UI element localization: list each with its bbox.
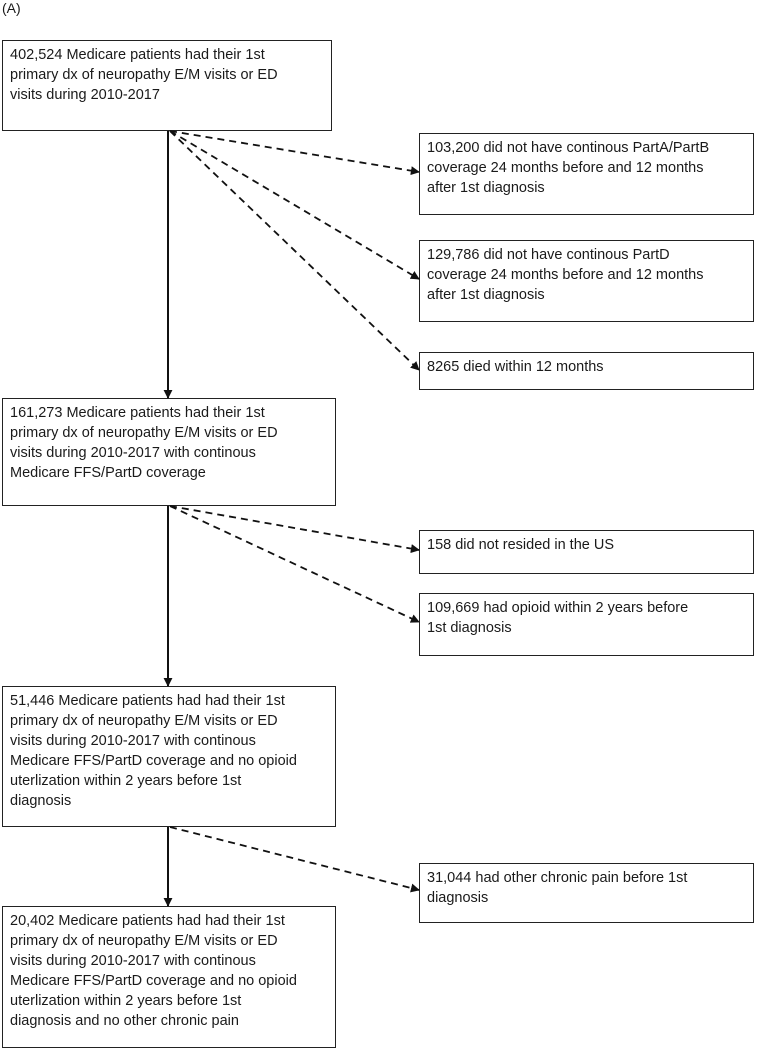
exclusion-arrow [169,130,420,371]
exclusion-arrow [169,130,420,176]
exclusion-box-prior-opioid: 109,669 had opioid within 2 years before… [419,593,754,656]
exclusion-arrow [169,826,420,893]
exclusion-arrow [169,130,420,280]
exclusion-arrow [169,505,420,554]
exclusion-box-died: 8265 died within 12 months [419,352,754,390]
panel-label: (A) [2,0,21,16]
exclusion-box-other-chronic-pain: 31,044 had other chronic pain before 1st… [419,863,754,923]
exclusion-box-partd-coverage: 129,786 did not have continous PartD cov… [419,240,754,322]
cohort-box-initial: 402,524 Medicare patients had their 1st … [2,40,332,131]
cohort-box-no-opioid: 51,446 Medicare patients had had their 1… [2,686,336,827]
cohort-box-final: 20,402 Medicare patients had had their 1… [2,906,336,1048]
exclusion-box-not-us-resident: 158 did not resided in the US [419,530,754,574]
cohort-box-continuous-coverage: 161,273 Medicare patients had their 1st … [2,398,336,506]
exclusion-arrow [169,505,420,623]
exclusion-box-partab-coverage: 103,200 did not have continous PartA/Par… [419,133,754,215]
